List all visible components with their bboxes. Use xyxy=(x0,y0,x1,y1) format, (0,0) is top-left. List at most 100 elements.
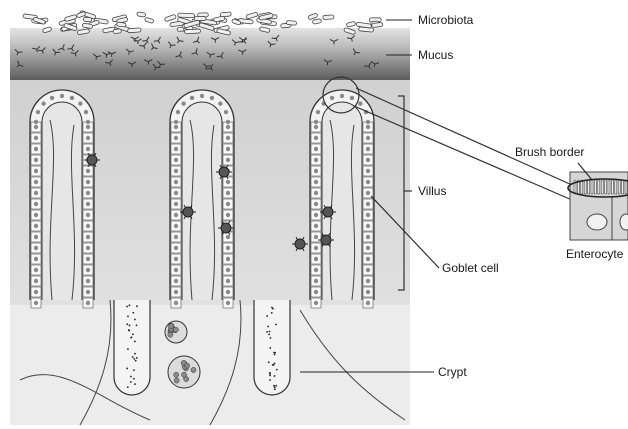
cell-nucleus xyxy=(86,224,90,228)
cell-nucleus xyxy=(174,169,178,173)
cell-nucleus xyxy=(314,301,318,305)
cell-nucleus xyxy=(78,101,82,105)
microvillus xyxy=(611,180,613,194)
microbe-rod xyxy=(164,14,176,21)
crypt-granule xyxy=(131,336,133,338)
cell-nucleus xyxy=(366,158,370,162)
cell-nucleus xyxy=(174,301,178,305)
cell-nucleus xyxy=(86,268,90,272)
cell-nucleus xyxy=(174,246,178,250)
cell-nucleus xyxy=(314,120,318,124)
microvillus xyxy=(605,180,607,194)
cell-nucleus xyxy=(86,213,90,217)
cell-nucleus xyxy=(181,101,185,105)
crypt-granule xyxy=(128,304,130,306)
microbe-rod xyxy=(356,22,372,28)
microvillus xyxy=(598,180,600,194)
immune-cell xyxy=(321,235,331,245)
crypt-granule xyxy=(273,364,275,366)
cell-nucleus xyxy=(330,96,334,100)
microbe-rod xyxy=(308,13,318,20)
cell-nucleus xyxy=(34,290,38,294)
cell-nucleus xyxy=(314,147,318,151)
cell-nucleus xyxy=(174,235,178,239)
cell-nucleus xyxy=(314,257,318,261)
cell-nucleus xyxy=(34,202,38,206)
crypt-granule xyxy=(274,354,276,356)
villi-group xyxy=(30,90,374,308)
cell-nucleus xyxy=(350,96,354,100)
cell-nucleus xyxy=(366,268,370,272)
label-mucus: Mucus xyxy=(418,48,453,62)
cell-nucleus xyxy=(34,268,38,272)
cell-nucleus xyxy=(366,235,370,239)
cell-nucleus xyxy=(60,94,64,98)
inset-nucleus-1 xyxy=(587,214,607,230)
crypt-granule xyxy=(274,388,276,390)
microbe-rod xyxy=(346,21,355,27)
crypt-granule xyxy=(126,323,128,325)
cell-nucleus xyxy=(366,180,370,184)
crypt-granule xyxy=(127,348,129,350)
cell-nucleus xyxy=(366,191,370,195)
crypt-granule xyxy=(271,312,273,314)
crypt-granule xyxy=(270,337,272,339)
microbe-rod xyxy=(184,29,200,34)
label-villus: Villus xyxy=(418,184,446,198)
cell-nucleus xyxy=(366,169,370,173)
microvillus xyxy=(618,180,620,194)
cell-nucleus xyxy=(226,246,230,250)
cell-nucleus xyxy=(314,235,318,239)
label-brush-border: Brush border xyxy=(515,145,584,159)
crypt-granule xyxy=(135,360,137,362)
cell-nucleus xyxy=(174,136,178,140)
cell-nucleus xyxy=(34,191,38,195)
cell-nucleus xyxy=(174,158,178,162)
cell-nucleus xyxy=(50,96,54,100)
cell-nucleus xyxy=(226,180,230,184)
immune-cell xyxy=(87,155,97,165)
cell-nucleus xyxy=(316,110,320,114)
cell-nucleus xyxy=(86,246,90,250)
cell-nucleus xyxy=(226,301,230,305)
crypt-granule xyxy=(266,315,268,317)
crypt-granule xyxy=(134,383,136,385)
cell-nucleus xyxy=(314,268,318,272)
microbe-rod xyxy=(178,13,195,18)
cell-nucleus xyxy=(226,147,230,151)
cell-nucleus xyxy=(210,96,214,100)
cell-nucleus xyxy=(314,202,318,206)
microbe-rod xyxy=(137,12,146,17)
crypt-granule xyxy=(127,386,129,388)
cell-nucleus xyxy=(34,125,38,129)
crypt-granule xyxy=(132,312,134,314)
cell-nucleus xyxy=(190,96,194,100)
crypt-granule xyxy=(134,319,136,321)
cell-nucleus xyxy=(86,290,90,294)
cell-nucleus xyxy=(86,191,90,195)
enterocyte-inset xyxy=(568,172,628,240)
lymphoid-cell xyxy=(185,363,190,368)
cell-nucleus xyxy=(174,147,178,151)
cell-nucleus xyxy=(226,235,230,239)
microbe-rod xyxy=(117,22,127,27)
crypt-granule xyxy=(132,356,134,358)
lymphoid-cell xyxy=(174,372,179,377)
cell-nucleus xyxy=(86,125,90,129)
cell-nucleus xyxy=(366,279,370,283)
cell-nucleus xyxy=(86,257,90,261)
lymphoid-cell xyxy=(191,367,196,372)
lymphoid-cell xyxy=(181,372,186,377)
crypt-granule xyxy=(274,386,276,388)
cell-nucleus xyxy=(226,158,230,162)
cell-nucleus xyxy=(174,120,178,124)
villus-core xyxy=(322,102,362,300)
cell-nucleus xyxy=(224,110,228,114)
cell-nucleus xyxy=(36,110,40,114)
microvillus xyxy=(608,180,610,194)
cell-nucleus xyxy=(226,136,230,140)
microbe-rod xyxy=(113,29,121,34)
cell-nucleus xyxy=(174,290,178,294)
immune-cell xyxy=(183,207,193,217)
microbe-rod xyxy=(286,20,296,25)
